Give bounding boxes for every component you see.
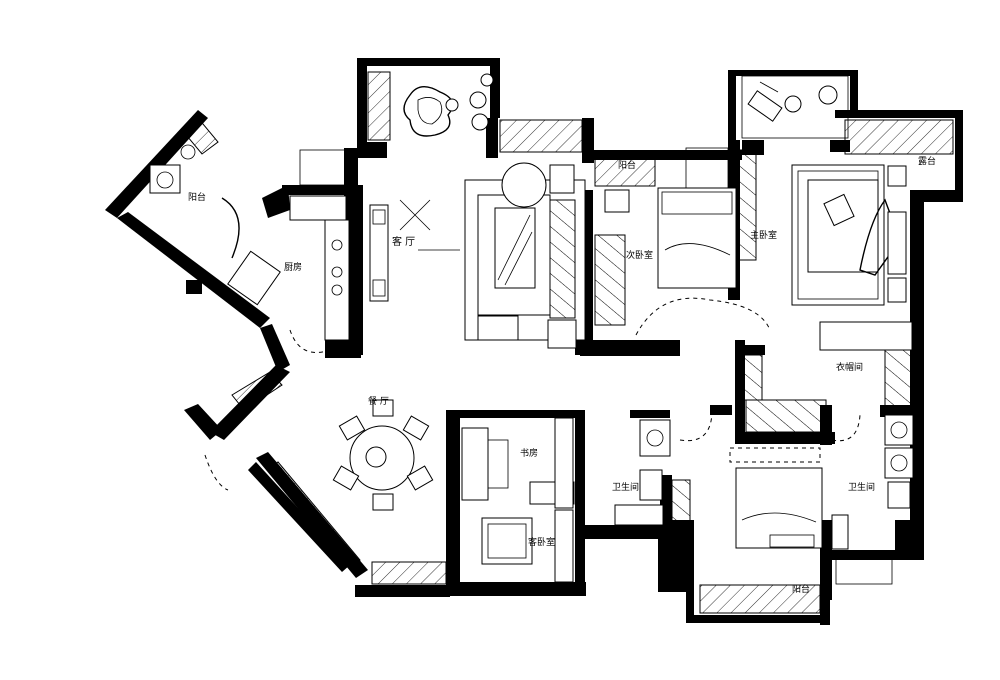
exterior-walls bbox=[105, 58, 963, 625]
label-bottom-balcony: 阳台 bbox=[792, 583, 810, 595]
kitchen-fixtures bbox=[149, 144, 389, 353]
label-study: 书房 bbox=[520, 447, 538, 459]
label-cloakroom: 衣帽间 bbox=[836, 361, 863, 373]
label-right-balcony: 露台 bbox=[918, 155, 936, 167]
study-guest-furniture bbox=[461, 417, 823, 583]
label-balcony-service: 阳台 bbox=[188, 191, 206, 203]
label-living-room: 客 厅 bbox=[392, 235, 415, 248]
dining-furniture bbox=[204, 399, 434, 511]
label-guest-room: 客卧室 bbox=[528, 536, 555, 548]
label-bedroom-south: 卧室 bbox=[672, 536, 690, 548]
windows bbox=[181, 71, 954, 614]
label-bathroom-master: 卫生间 bbox=[848, 481, 875, 493]
label-kitchen: 厨房 bbox=[284, 261, 302, 273]
balcony-railings bbox=[299, 75, 893, 585]
label-top-balcony: 阳台 bbox=[618, 159, 636, 171]
garden-balcony bbox=[403, 73, 494, 137]
label-bathroom-public: 卫生间 bbox=[612, 481, 639, 493]
label-second-bedroom: 次卧室 bbox=[626, 249, 653, 261]
label-master-bedroom: 主卧室 bbox=[750, 229, 777, 241]
master-bedroom-furniture bbox=[747, 81, 907, 306]
label-dining-room: 餐 厅 bbox=[368, 395, 389, 407]
living-room-furniture bbox=[399, 162, 586, 349]
room-labels: 阳台 厨房 客 厅 餐 厅 次卧室 主卧室 书房 客卧室 卫生间 卫生间 衣帽间… bbox=[188, 155, 936, 595]
second-bedroom-furniture bbox=[594, 149, 771, 336]
cloak-bath-fixtures bbox=[614, 321, 914, 550]
